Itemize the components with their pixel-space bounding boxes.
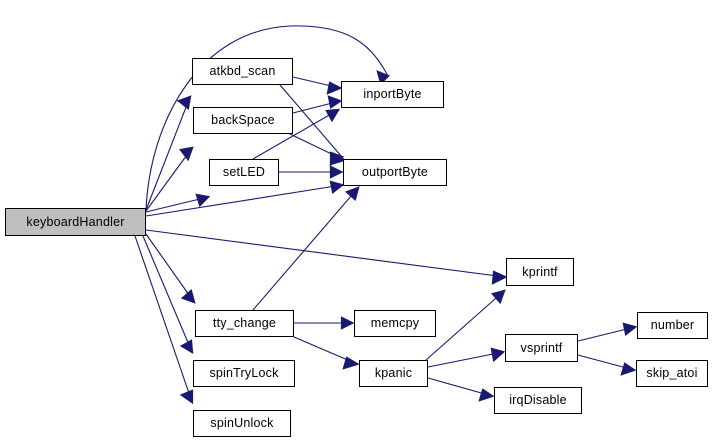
graph-node-backSpace[interactable]: backSpace [193,107,293,134]
graph-node-memcpy[interactable]: memcpy [354,310,436,337]
arrowhead-vsprintf-to-number [622,322,638,336]
edge-keyboardHandler-to-atkbd_scan [145,96,191,211]
edge-keyboardHandler-to-setLED [145,196,209,213]
arrowhead-keyboardHandler-to-tty_change [180,289,196,304]
arrowhead-keyboardHandler-to-backSpace [179,146,194,162]
edge-kpanic-to-kprintf [425,290,505,361]
edge-keyboardHandler-to-spinUnlock [134,235,193,403]
edge-vsprintf-to-number [577,326,636,342]
graph-node-outportByte[interactable]: outportByte [343,159,447,186]
arrowhead-keyboardHandler-to-setLED [195,193,211,208]
graph-node-atkbd_scan[interactable]: atkbd_scan [192,58,293,85]
graph-node-kprintf[interactable]: kprintf [506,258,574,286]
edge-kpanic-to-vsprintf [427,351,504,368]
graph-node-spinTryLock[interactable]: spinTryLock [193,360,295,387]
edge-atkbd_scan-to-inportByte [292,76,341,89]
arrowhead-tty_change-to-kpanic [342,356,360,370]
arrowhead-kpanic-to-kprintf [491,289,506,305]
graph-node-kpanic[interactable]: kpanic [359,360,428,387]
arrowhead-keyboardHandler-to-outportByte [329,180,345,194]
arrowhead-keyboardHandler-to-spinUnlock [179,389,194,405]
arrowhead-tty_change-to-outportByte [344,186,360,201]
edge-backSpace-to-inportByte [292,100,341,114]
edge-tty_change-to-kpanic [293,336,358,365]
edge-vsprintf-to-skip_atoi [577,354,635,371]
arrowhead-vsprintf-to-skip_atoi [620,362,637,376]
arrowhead-kpanic-to-irqDisable [478,388,495,402]
arrowhead-setLED-to-outportByte [329,165,344,179]
arrowhead-backSpace-to-inportByte [327,95,343,109]
arrowhead-keyboardHandler-to-atkbd_scan [176,95,192,110]
edge-tty_change-to-outportByte [252,187,359,311]
edge-keyboardHandler-to-spinTryLock [142,235,193,353]
edge-keyboardHandler-to-tty_change [145,233,195,303]
graph-node-vsprintf[interactable]: vsprintf [505,334,578,362]
edge-kpanic-to-irqDisable [427,377,493,397]
graph-node-tty_change[interactable]: tty_change [195,310,294,337]
arrowhead-kpanic-to-vsprintf [490,347,506,363]
arrowhead-atkbd_scan-to-outportByte [329,151,345,167]
graph-node-spinUnlock[interactable]: spinUnlock [193,410,291,437]
graph-node-keyboardHandler[interactable]: keyboardHandler [5,208,146,236]
graph-node-skip_atoi[interactable]: skip_atoi [636,360,708,387]
arrowhead-keyboardHandler-to-spinTryLock [179,339,194,355]
arrowhead-atkbd_scan-to-inportByte [326,81,343,95]
arrowhead-tty_change-to-memcpy [340,316,355,330]
graph-node-number[interactable]: number [637,312,708,339]
graph-node-inportByte[interactable]: inportByte [341,81,444,108]
arrowhead-setLED-to-inportByte [325,108,341,123]
edge-keyboardHandler-to-kprintf [145,229,506,278]
graph-node-setLED[interactable]: setLED [209,159,279,186]
edge-keyboardHandler-to-backSpace [145,147,193,212]
arrowhead-keyboardHandler-to-kprintf [491,270,508,285]
edge-keyboardHandler-to-outportByte [145,184,343,217]
edge-backSpace-to-outportByte [289,133,345,161]
graph-node-irqDisable[interactable]: irqDisable [494,387,582,414]
